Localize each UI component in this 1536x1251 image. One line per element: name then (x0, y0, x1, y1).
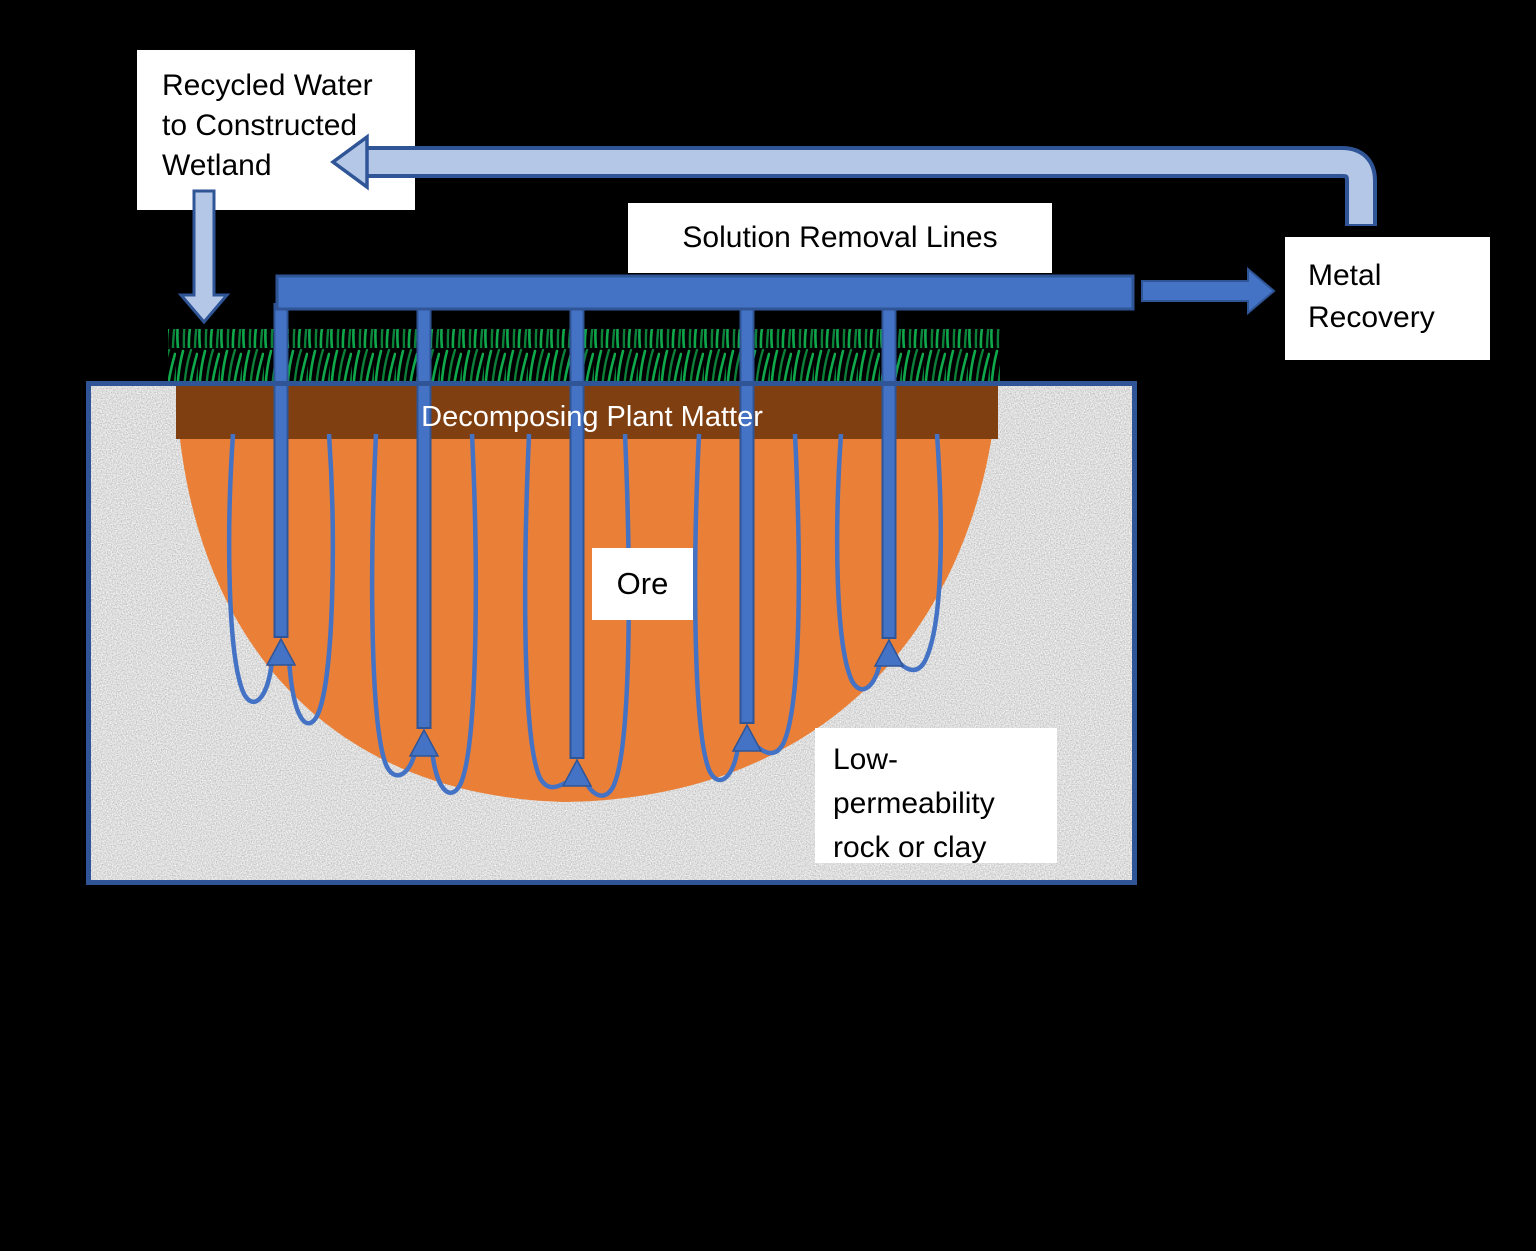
rock-container-border (86, 381, 1137, 885)
well-5-flow-curve-left (834, 433, 883, 692)
low-permeability-label-box: Low- permeability rock or clay (815, 728, 1057, 864)
well-1-flow-curve-right (286, 433, 336, 726)
decomposing-plant-matter-strip (176, 383, 998, 439)
solution-removal-lines-label-box: Solution Removal Lines (628, 203, 1052, 273)
recycled-water-line: Recycled Water (162, 69, 373, 102)
well-4-up-arrow-icon (731, 723, 763, 752)
solution-removal-lines-label: Solution Removal Lines (682, 221, 998, 254)
well-3-flow-curve-left (522, 433, 569, 790)
ore-label: Ore (616, 566, 669, 601)
low-permeability-line: permeability (833, 787, 995, 820)
low-permeability-line: Low- (833, 743, 899, 776)
well-4-flow-curve-left (692, 433, 741, 783)
recycled-water-line: to Constructed (162, 109, 358, 142)
low-permeability-line: rock or clay (833, 831, 987, 864)
metal-recovery-label-box: Metal Recovery (1285, 237, 1490, 360)
solution-header-pipe (275, 274, 1135, 311)
return-pipe-left-arrow-icon (330, 133, 369, 191)
recycled-water-line: Wetland (162, 149, 272, 182)
well-5-flow-curve-right (895, 433, 944, 673)
ore-label-box: Ore (592, 548, 693, 620)
well-3-up-arrow-icon (561, 758, 593, 787)
well-1-up-arrow-icon (265, 637, 297, 666)
well-5-up-arrow-icon (873, 638, 905, 667)
well-2-flow-curve-right (429, 433, 479, 795)
well-2-up-arrow-icon (408, 728, 440, 757)
recycled-water-down-arrow-icon (177, 189, 231, 325)
well-4-flow-curve-right (753, 433, 802, 756)
metal-recovery-line: Recovery (1308, 301, 1435, 334)
metal-recovery-line: Metal (1308, 259, 1382, 292)
decomposing-plant-matter-label: Decomposing Plant Matter (421, 401, 763, 433)
recycled-water-return-pipe-fill (360, 150, 1373, 224)
well-3-flow-curve-right (582, 433, 632, 798)
wells (226, 303, 944, 798)
metal-recovery-arrow-icon (1141, 266, 1276, 316)
well-1-flow-curve-left (226, 433, 275, 704)
well-2-flow-curve-left (369, 433, 418, 778)
